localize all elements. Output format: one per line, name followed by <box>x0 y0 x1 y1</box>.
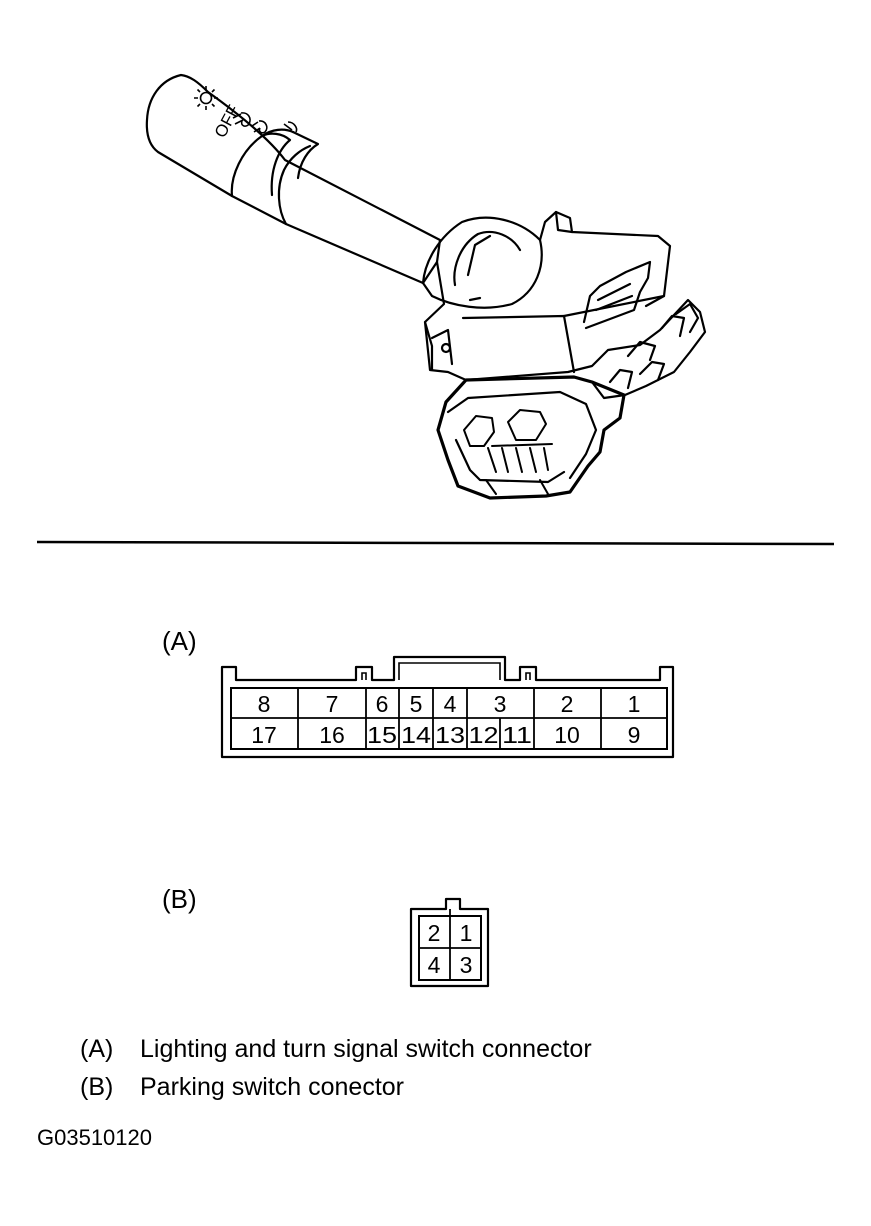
legend-key: (A) <box>80 1035 113 1063</box>
connector-a-pin: 17 <box>251 722 277 748</box>
connector-b-pin: 4 <box>428 952 441 978</box>
connector-a-pin: 2 <box>561 691 574 717</box>
turn-signal-icon <box>283 121 298 133</box>
switch-pivot <box>421 216 543 309</box>
switch-connector-socket <box>436 375 626 500</box>
connector-a-pin: 13 <box>435 722 465 748</box>
connector-a-pin: 7 <box>326 691 339 717</box>
figure-code: G03510120 <box>37 1125 152 1150</box>
switch-lever <box>145 73 442 285</box>
connector-a-pin: 12 <box>469 722 499 748</box>
connector-a-pin: 16 <box>319 722 345 748</box>
fog-light-icon <box>251 120 268 134</box>
legend-text: Parking switch conector <box>140 1073 404 1101</box>
connector-a-pin: 6 <box>376 691 389 717</box>
legend: (A) Lighting and turn signal switch conn… <box>80 1035 592 1101</box>
connector-a-pin: 1 <box>628 691 641 717</box>
switch-position-symbols: OFF <box>194 86 298 141</box>
connector-a-pin: 15 <box>367 722 397 748</box>
connector-a-pin: 5 <box>410 691 423 717</box>
connector-b-pin-labels: 2 1 4 3 <box>428 920 473 978</box>
connector-a-pin: 14 <box>401 722 431 748</box>
switch-illustration <box>145 73 707 500</box>
headlight-sun-icon <box>194 86 218 110</box>
parking-light-icon <box>232 112 251 127</box>
connector-b-pin: 1 <box>460 920 473 946</box>
legend-key: (B) <box>80 1073 113 1101</box>
legend-text: Lighting and turn signal switch connecto… <box>140 1035 592 1063</box>
connector-b <box>409 897 490 988</box>
connector-a-pin: 9 <box>628 722 641 748</box>
connector-b-pin: 3 <box>460 952 473 978</box>
connector-a-pin: 4 <box>444 691 457 717</box>
connector-a-pin: 11 <box>502 722 532 748</box>
connector-b-tag: (B) <box>162 884 197 914</box>
connector-a-pin-labels: 8 7 6 5 4 3 2 1 17 16 15 14 13 12 11 10 … <box>251 691 640 748</box>
connector-a-pin: 10 <box>554 722 580 748</box>
connector-a-tag: (A) <box>162 626 197 656</box>
connector-a-outline <box>220 655 675 759</box>
connector-b-outline <box>409 897 490 988</box>
connector-b-pin: 2 <box>428 920 441 946</box>
switch-body <box>423 260 707 400</box>
connector-a-pin: 3 <box>494 691 507 717</box>
section-divider <box>36 540 835 546</box>
connector-a-pin: 8 <box>258 691 271 717</box>
connector-a <box>220 655 675 759</box>
